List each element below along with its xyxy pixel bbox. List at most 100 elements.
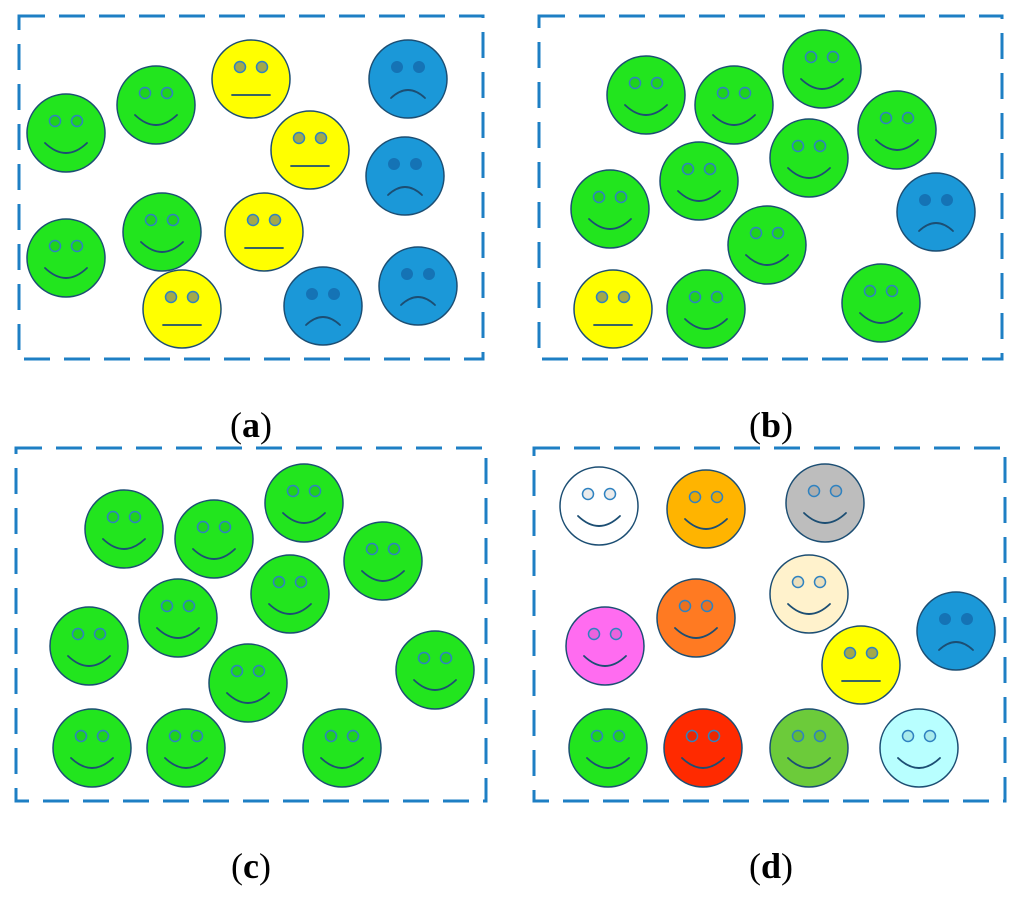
- mouth: [938, 641, 974, 651]
- mouth: [282, 512, 326, 524]
- left-eye: [688, 290, 702, 304]
- right-eye: [93, 627, 107, 641]
- panel-c: (c): [14, 446, 488, 886]
- right-eye: [387, 542, 401, 556]
- face-head: [656, 578, 736, 658]
- left-eye: [230, 664, 244, 678]
- face-happy-c-11: [146, 708, 226, 788]
- left-eye: [791, 729, 805, 743]
- face-neutral-a-5: [270, 110, 350, 190]
- face-head: [857, 90, 937, 170]
- left-eye: [48, 114, 62, 128]
- left-eye: [863, 284, 877, 298]
- face-neutral-a-10: [142, 269, 222, 349]
- face-head: [659, 141, 739, 221]
- left-eye: [48, 239, 62, 253]
- mouth: [156, 627, 200, 639]
- right-eye: [308, 484, 322, 498]
- left-eye: [791, 575, 805, 589]
- face-head: [841, 263, 921, 343]
- left-eye: [388, 158, 400, 170]
- face-head: [916, 591, 996, 671]
- right-eye: [923, 729, 937, 743]
- mouth: [859, 312, 903, 324]
- face-head: [769, 118, 849, 198]
- left-eye: [807, 484, 821, 498]
- right-eye: [865, 646, 879, 660]
- face-happy-b-12: [841, 263, 921, 343]
- right-eye: [813, 575, 827, 589]
- left-eye: [324, 729, 338, 743]
- face-head: [565, 606, 645, 686]
- face-happy-d-4: [769, 554, 849, 634]
- left-eye: [196, 520, 210, 534]
- face-happy-b-3: [782, 29, 862, 109]
- right-eye: [614, 190, 628, 204]
- face-head: [142, 269, 222, 349]
- right-eye: [439, 651, 453, 665]
- right-eye: [70, 114, 84, 128]
- mouth: [681, 757, 725, 769]
- face-happy-b-5: [769, 118, 849, 198]
- face-head: [84, 489, 164, 569]
- mouth: [268, 603, 312, 615]
- right-eye: [813, 139, 827, 153]
- right-eye: [710, 490, 724, 504]
- face-happy-c-5: [250, 554, 330, 634]
- left-eye: [688, 490, 702, 504]
- mouth: [320, 757, 364, 769]
- right-eye: [617, 290, 631, 304]
- mouth: [583, 655, 627, 667]
- panel-d-border: [532, 446, 1007, 803]
- right-eye: [160, 86, 174, 100]
- mouth: [677, 190, 721, 202]
- face-head: [769, 708, 849, 788]
- face-head: [264, 463, 344, 543]
- right-eye: [294, 575, 308, 589]
- right-eye: [609, 627, 623, 641]
- mouth: [787, 757, 831, 769]
- mouth: [684, 518, 728, 530]
- right-eye: [829, 484, 843, 498]
- face-head: [26, 218, 106, 298]
- face-sad-a-12: [378, 246, 458, 326]
- face-happy-c-3: [264, 463, 344, 543]
- face-head: [250, 554, 330, 634]
- face-head: [879, 708, 959, 788]
- face-head: [368, 39, 448, 119]
- mouth: [787, 603, 831, 615]
- face-happy-d-6: [656, 578, 736, 658]
- right-eye: [423, 268, 435, 280]
- face-head: [211, 39, 291, 119]
- right-eye: [413, 61, 425, 73]
- panel-c-faces: [49, 463, 475, 788]
- mouth: [390, 89, 426, 99]
- face-happy-c-2: [174, 499, 254, 579]
- panel-d: (d): [532, 446, 1007, 886]
- right-eye: [603, 487, 617, 501]
- panel-a-border: [17, 14, 485, 361]
- mouth: [102, 538, 146, 550]
- right-eye: [190, 729, 204, 743]
- face-happy-b-11: [666, 269, 746, 349]
- right-eye: [961, 613, 973, 625]
- face-happy-a-1: [26, 93, 106, 173]
- face-happy-c-9: [208, 643, 288, 723]
- left-eye: [843, 646, 857, 660]
- face-sad-a-6: [365, 136, 445, 216]
- face-happy-d-11: [769, 708, 849, 788]
- face-sad-b-8: [896, 172, 976, 252]
- mouth: [164, 757, 208, 769]
- mouth: [400, 296, 436, 306]
- face-head: [663, 708, 743, 788]
- mouth: [674, 627, 718, 639]
- face-happy-a-2: [116, 65, 196, 145]
- face-head: [146, 708, 226, 788]
- right-eye: [700, 599, 714, 613]
- mouth: [361, 570, 405, 582]
- mouth: [44, 142, 88, 154]
- face-head: [270, 110, 350, 190]
- face-neutral-b-10: [573, 269, 653, 349]
- panel-c-caption: (c): [231, 846, 271, 886]
- left-eye: [71, 627, 85, 641]
